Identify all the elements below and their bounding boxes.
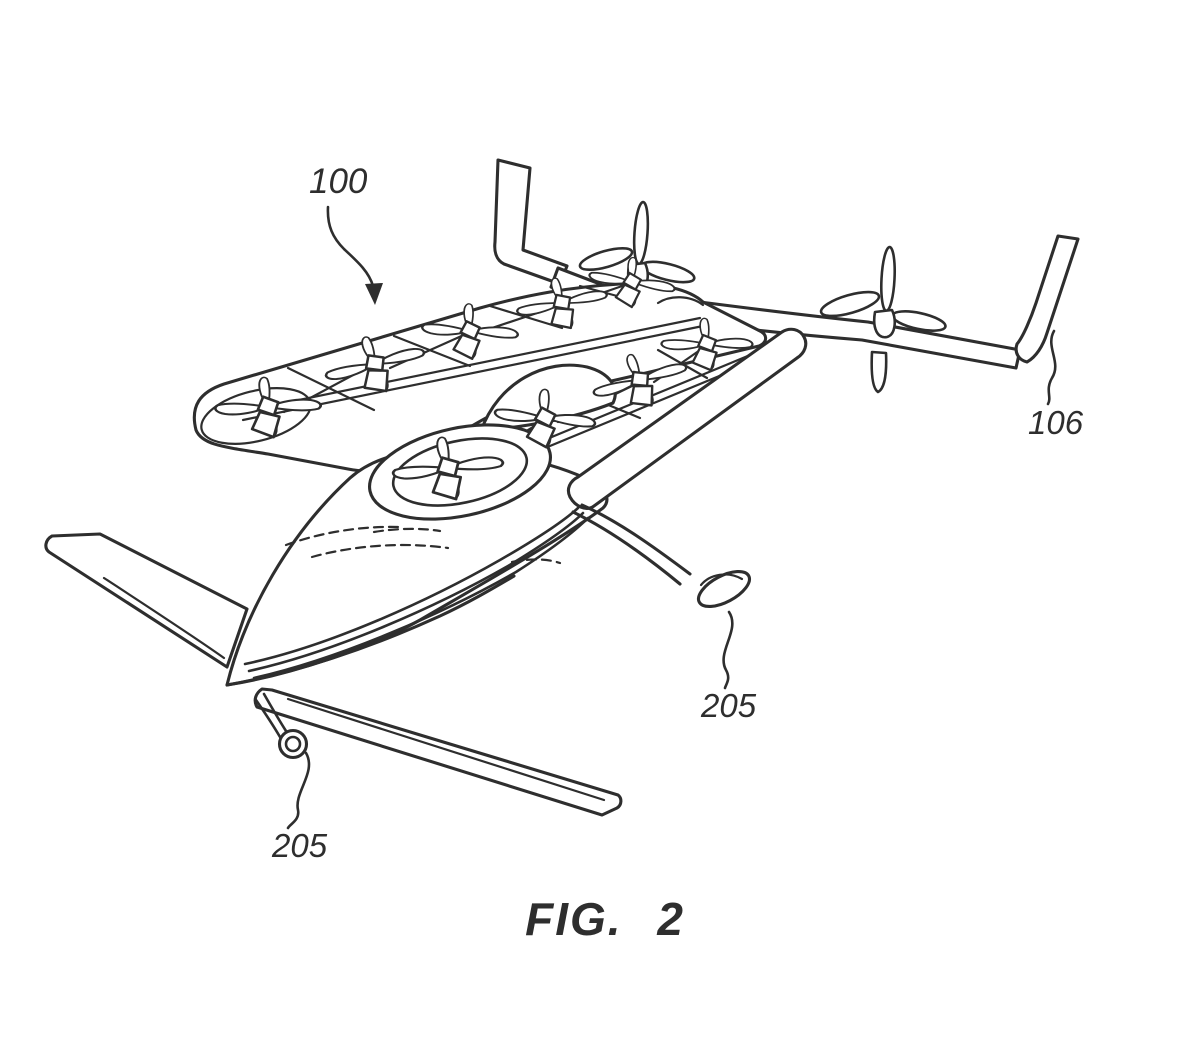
arrowhead-icon — [365, 283, 383, 305]
front-wing-right — [253, 687, 623, 817]
pusher-propeller-right — [819, 245, 947, 394]
leader-106 — [1046, 329, 1057, 406]
figure-caption: FIG. 2 — [525, 893, 685, 945]
ref-label-106: 106 — [1028, 404, 1084, 441]
skid-pad — [696, 569, 752, 609]
ventral-fin-icon — [870, 350, 888, 394]
ref-label-205-rear: 205 — [701, 687, 757, 724]
landing-skid — [571, 503, 752, 609]
front-wing-left — [44, 532, 249, 669]
ref-label-205-front: 205 — [272, 827, 328, 864]
right-winglet — [1014, 234, 1080, 364]
leader-100 — [326, 205, 383, 305]
hull-detail-dashes — [284, 525, 562, 565]
ref-label-100: 100 — [309, 162, 368, 201]
leader-205-front — [286, 751, 311, 830]
leader-205-rear — [722, 610, 734, 690]
front-rotor-opening — [367, 423, 553, 521]
front-wheel — [254, 692, 309, 760]
